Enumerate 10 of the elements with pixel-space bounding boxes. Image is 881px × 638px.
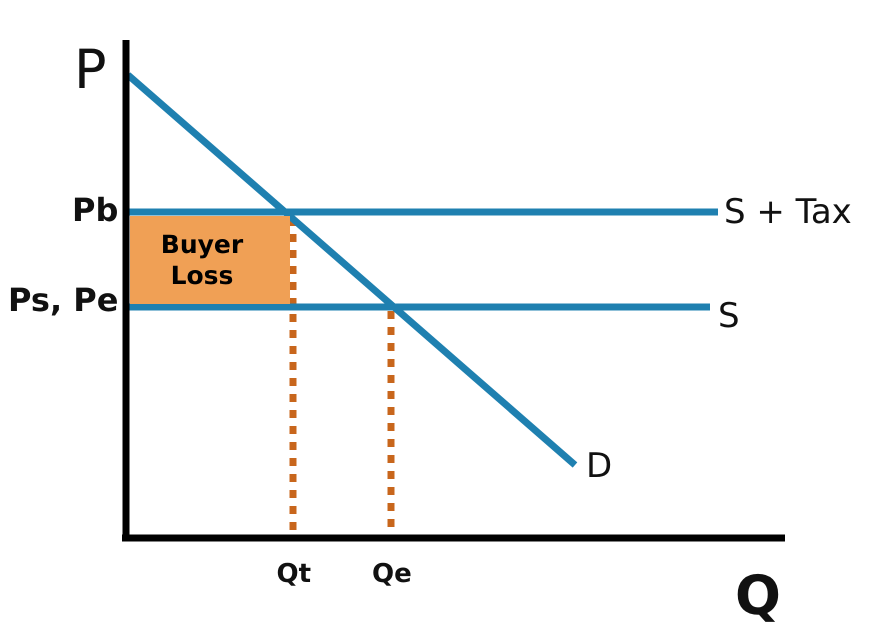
axis-label: Q [735, 569, 781, 623]
price-label: Pb [72, 194, 118, 226]
shaded-area: Buyer Loss [130, 216, 290, 304]
curve-label: S + Tax [724, 195, 852, 229]
quantity-label: Qt [276, 561, 312, 587]
curve-label: S [718, 299, 740, 333]
quantity-label: Qe [372, 561, 412, 587]
axis-label: P [74, 43, 107, 97]
price-label: Ps, Pe [8, 284, 118, 316]
curve-label: D [586, 449, 612, 483]
